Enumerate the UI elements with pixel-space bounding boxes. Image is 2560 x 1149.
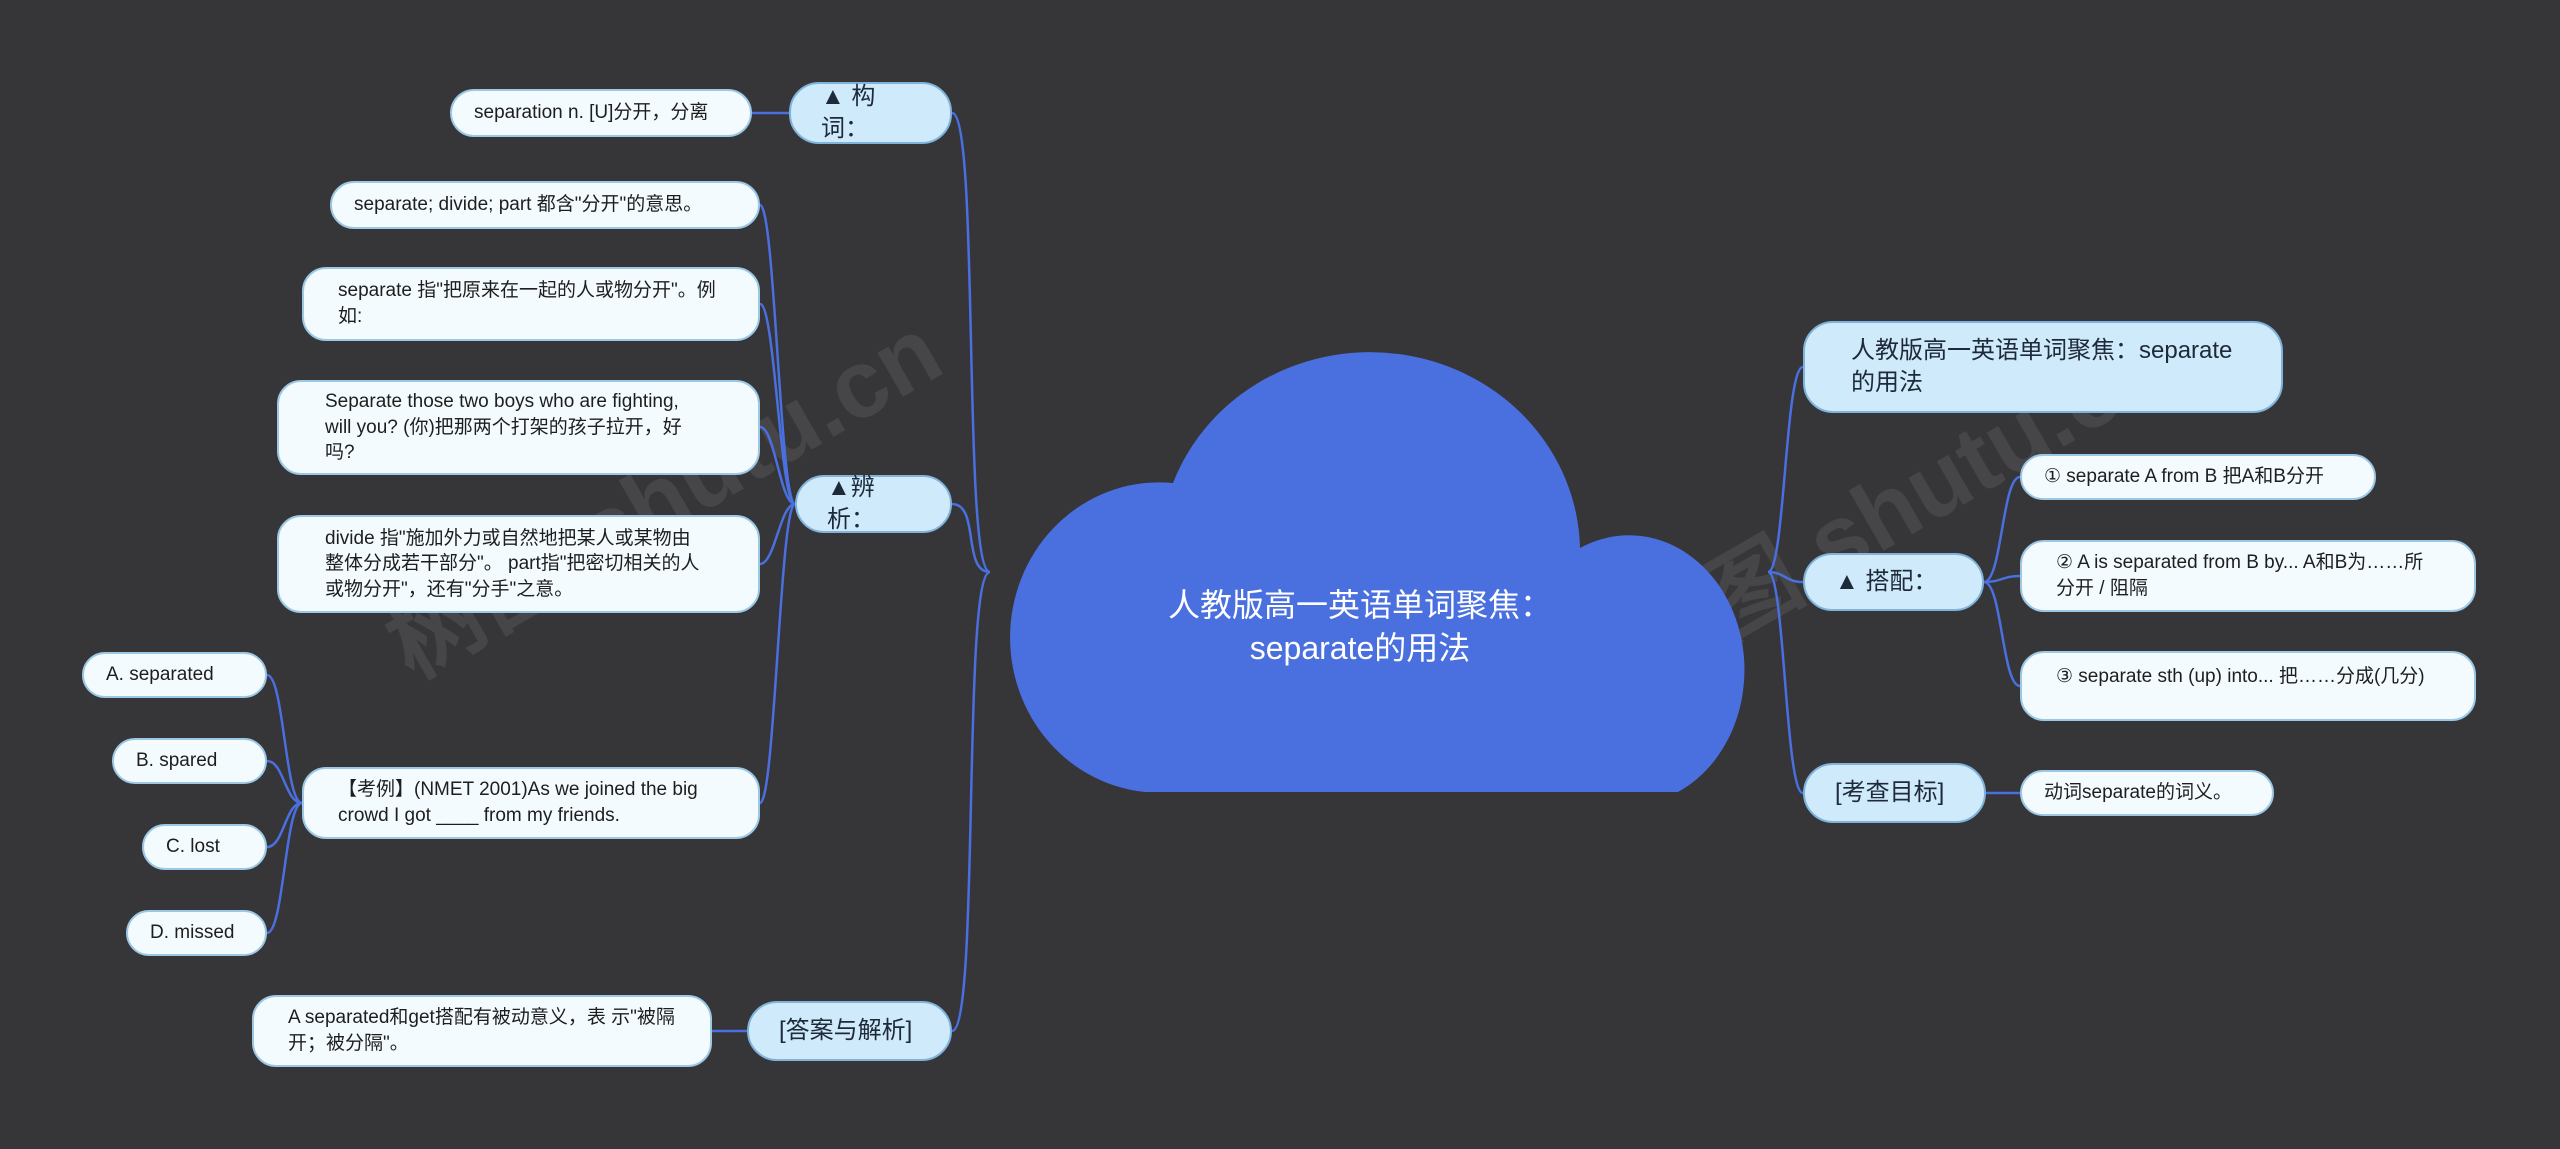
link-center-title bbox=[1766, 365, 1804, 574]
leaf-dapei-3[interactable]: ③ separate sth (up) into... 把……分成(几分) bbox=[2020, 651, 2476, 721]
link-bianxi-1 bbox=[758, 203, 797, 506]
center-title[interactable]: 人教版高一英语单词聚焦：separate的用法 bbox=[1167, 587, 1552, 667]
link-bianxi-2 bbox=[758, 302, 797, 506]
leaf-bianxi-4[interactable]: divide 指"施加外力或自然地把某人或某物由整体分成若干部分"。 part指… bbox=[277, 515, 760, 613]
topic-gouci[interactable]: ▲ 构词： bbox=[789, 82, 952, 144]
topic-dapei[interactable]: ▲ 搭配： bbox=[1803, 553, 1984, 611]
leaf-gouci-separation[interactable]: separation n. [U]分开，分离 bbox=[450, 89, 752, 137]
leaf-dapei-1[interactable]: ① separate A from B 把A和B分开 bbox=[2020, 454, 2376, 500]
link-dapei-3 bbox=[1983, 580, 2021, 688]
link-option-d bbox=[266, 801, 303, 935]
topic-bianxi[interactable]: ▲辨析： bbox=[795, 474, 952, 533]
topic-answer[interactable]: [答案与解析] bbox=[747, 1001, 952, 1061]
leaf-answer[interactable]: A separated和get搭配有被动意义，表 示"被隔开；被分隔"。 bbox=[252, 995, 712, 1067]
option-d[interactable]: D. missed bbox=[126, 910, 267, 956]
center-cloud[interactable] bbox=[1010, 352, 1745, 792]
link-center-goal bbox=[1766, 570, 1805, 795]
link-bianxi-example bbox=[758, 502, 797, 805]
leaf-goal[interactable]: 动词separate的词义。 bbox=[2020, 770, 2274, 816]
topic-title[interactable]: 人教版高一英语单词聚焦：separate的用法 bbox=[1803, 321, 2283, 413]
leaf-bianxi-example[interactable]: 【考例】(NMET 2001)As we joined the big crow… bbox=[302, 767, 760, 839]
option-c[interactable]: C. lost bbox=[142, 824, 267, 870]
link-center-bianxi bbox=[951, 502, 991, 574]
leaf-bianxi-1[interactable]: separate; divide; part 都含"分开"的意思。 bbox=[330, 181, 760, 229]
option-b[interactable]: B. spared bbox=[112, 738, 267, 784]
link-option-b bbox=[266, 759, 303, 805]
leaf-bianxi-3[interactable]: Separate those two boys who are fighting… bbox=[277, 380, 760, 475]
leaf-bianxi-2[interactable]: separate 指"把原来在一起的人或物分开"。例如: bbox=[302, 267, 760, 341]
link-bianxi-3 bbox=[759, 425, 796, 506]
link-center-gouci bbox=[951, 111, 991, 574]
link-bianxi-4 bbox=[759, 502, 796, 566]
link-center-dapei bbox=[1767, 570, 1804, 584]
leaf-dapei-2[interactable]: ② A is separated from B by... A和B为……所分开 … bbox=[2020, 540, 2476, 612]
link-center-answer bbox=[951, 570, 991, 1033]
link-dapei-1 bbox=[1983, 475, 2021, 584]
option-a[interactable]: A. separated bbox=[82, 652, 267, 698]
topic-goal[interactable]: [考查目标] bbox=[1803, 763, 1986, 823]
link-option-a bbox=[266, 673, 303, 805]
link-dapei-2 bbox=[1983, 574, 2021, 584]
